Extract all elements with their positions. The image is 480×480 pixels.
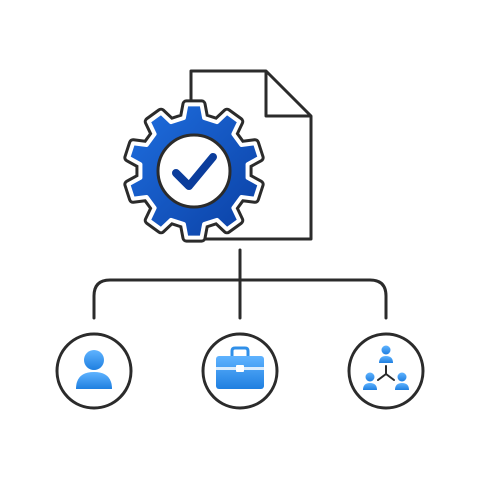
briefcase-node xyxy=(201,332,279,410)
person-icon xyxy=(76,350,112,389)
connector-lines xyxy=(92,248,388,320)
team-network-icon xyxy=(363,345,409,390)
checkmark-icon xyxy=(156,133,232,209)
team-node xyxy=(347,332,425,410)
person-node xyxy=(55,332,133,410)
briefcase-icon xyxy=(216,346,264,389)
